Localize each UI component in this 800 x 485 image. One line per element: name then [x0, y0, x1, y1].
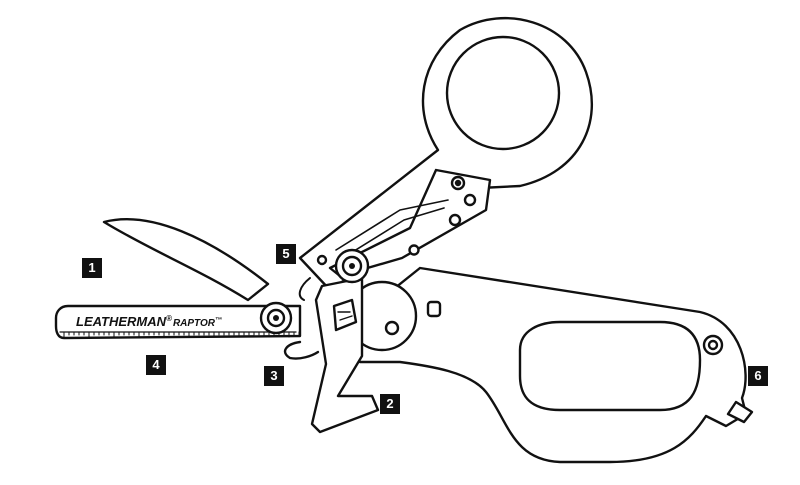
callout-2: 2 [380, 394, 400, 414]
ring-cutter [283, 340, 320, 360]
callout-5: 5 [276, 244, 296, 264]
lock-plate [328, 168, 492, 278]
callout-6: 6 [748, 366, 768, 386]
brand-name: LEATHERMAN [76, 314, 167, 329]
lower-blade-ruler [54, 304, 302, 340]
callout-1: 1 [82, 258, 102, 278]
callout-3: 3 [264, 366, 284, 386]
brand-name-mark: ® [166, 314, 172, 323]
strap-cutter [310, 276, 380, 434]
callout-4: 4 [146, 355, 166, 375]
svg-text:LEATHERMAN®RAPTOR™: LEATHERMAN®RAPTOR™ [76, 314, 222, 329]
finger-hole [445, 35, 561, 151]
brand-model-mark: ™ [215, 317, 222, 324]
pivot-slot [426, 300, 442, 318]
handle-grip-hole [518, 320, 702, 412]
ruler-ticks [63, 331, 300, 338]
upper-blade [102, 218, 270, 302]
glass-breaker-tip [726, 400, 754, 424]
brand-model: RAPTOR [173, 318, 216, 329]
